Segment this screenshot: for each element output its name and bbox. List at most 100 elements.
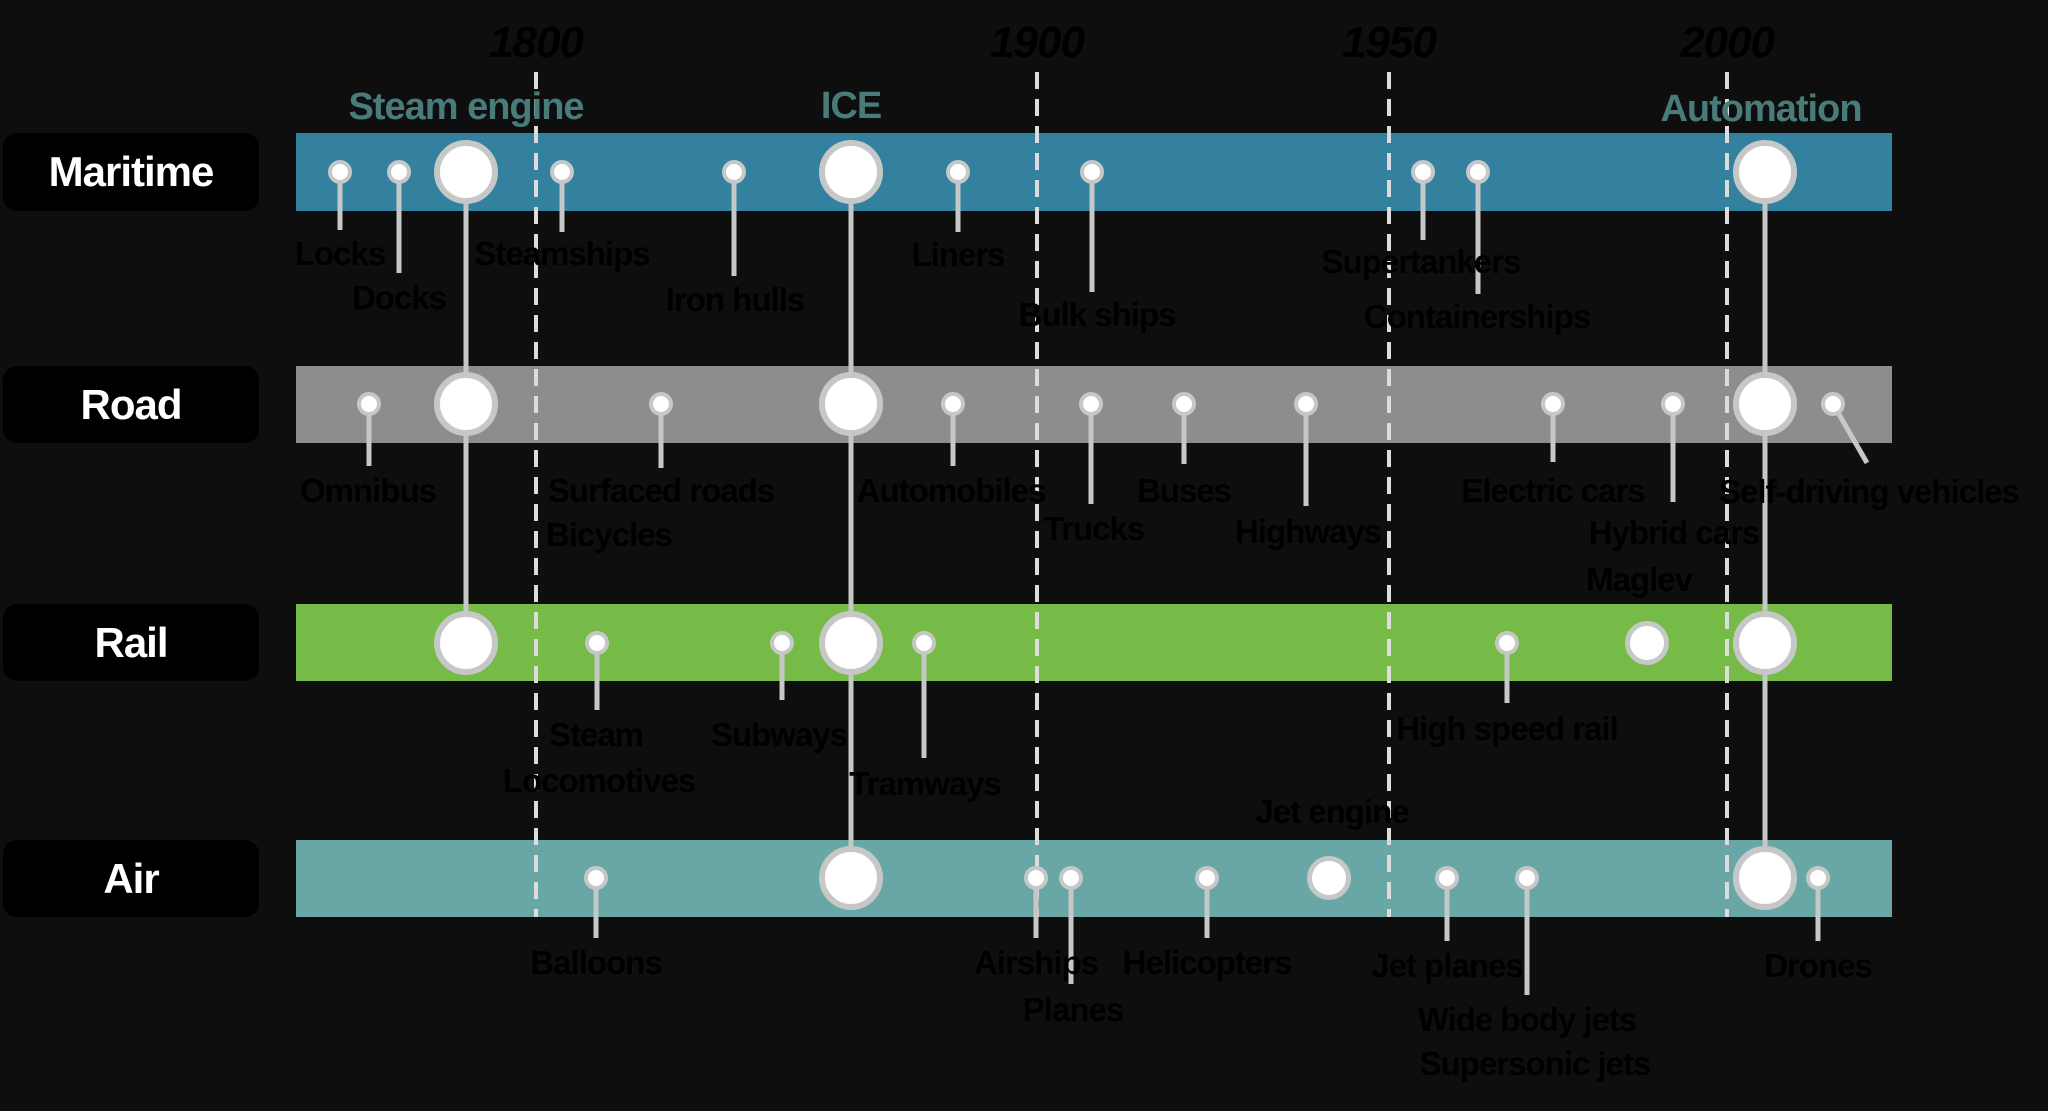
event-label-highways: Highways [1234,513,1382,550]
event-label-drones: Drones [1764,947,1873,984]
event-label-docks: Docks [351,279,447,316]
event-dot-docks [387,160,411,184]
event-label-buses: Buses [1136,472,1232,509]
event-dot-wide-body-jets [1515,866,1539,890]
phase-label-automation: Automation [1660,88,1862,130]
event-dot-airships [1024,866,1048,890]
event-label-iron-hulls: Iron hulls [665,281,805,318]
event-label-locks: Locks [294,235,386,272]
year-label-1800: 1800 [489,18,584,67]
year-gridline-1900 [1035,72,1039,917]
row-label-maritime: Maritime [3,133,259,211]
event-label-surfaced-roads: Surfaced roads [547,472,775,509]
event-stem-steamships [559,172,565,232]
event-dot-helicopters [1195,866,1219,890]
phase-dot-phase [819,372,883,436]
event-dot-high-speed-rail [1495,631,1519,655]
row-label-road: Road [3,366,259,443]
event-stem-planes [1068,878,1074,984]
event-label-bicycles: Bicycles [546,516,673,553]
event-stem-airships [1033,878,1039,938]
event-stem-tramways [921,643,927,758]
event-dot-steamships [550,160,574,184]
phase-dot-phase [1733,611,1797,675]
year-gridline-1800 [534,72,538,917]
year-gridline-1950 [1387,72,1391,917]
event-dot-hybrid-cars [1661,392,1685,416]
event-dot-electric-cars [1541,392,1565,416]
event-stem-balloons [593,878,599,938]
event-stem-subways [779,643,785,700]
event-stem-docks [396,172,402,273]
event-label-bulk-ships: Bulk ships [1018,296,1177,333]
event-label-containerships: Containerships [1363,298,1591,335]
event-dot-jet-planes [1435,866,1459,890]
event-label-maglev: Maglev [1586,561,1693,598]
event-dot-drones [1806,866,1830,890]
event-dot-buses [1172,392,1196,416]
phase-connector-line [848,172,854,878]
event-dot-containerships [1466,160,1490,184]
phase-dot-phase [1733,846,1797,910]
event-label-steam: Steam [548,716,644,753]
event-stem-steam [594,643,600,710]
year-label-2000: 2000 [1680,18,1775,67]
phase-dot-phase [1733,140,1797,204]
event-label-high-speed-rail: High speed rail [1396,710,1619,747]
event-stem-high-speed-rail [1504,643,1510,703]
event-stem-locks [337,172,343,230]
row-label-rail: Rail [3,604,259,681]
event-dot-balloons [584,866,608,890]
event-label-airships: Airships [973,944,1099,981]
event-stem-hybrid-cars [1670,404,1676,502]
timeline-band-air [296,840,1892,917]
event-stem-highways [1303,404,1309,506]
event-dot-jet-engine [1307,856,1351,900]
phase-connector-line [1762,172,1768,878]
event-label-helicopters: Helicopters [1122,944,1293,981]
event-stem-surfaced-roads [658,404,664,468]
event-label-jet-engine: Jet engine [1255,793,1409,830]
event-label-tramways: Tramways [849,765,1002,802]
phase-dot-phase [819,611,883,675]
event-dot-steam [585,631,609,655]
event-label-jet-planes: Jet planes [1371,947,1523,984]
event-dot-self-driving-vehicles [1821,392,1845,416]
phase-dot-phase [1733,372,1797,436]
phase-label-steam-engine: Steam engine [348,86,584,128]
event-stem-liners [955,172,961,232]
event-label-planes: Planes [1022,991,1124,1028]
event-stem-bulk-ships [1089,172,1095,292]
event-dot-omnibus [357,392,381,416]
event-dot-maglev [1625,621,1669,665]
event-dot-planes [1059,866,1083,890]
event-label-electric-cars: Electric cars [1461,472,1645,509]
event-label-supersonic-jets: Supersonic jets [1419,1045,1652,1082]
event-label-supertankers: Supertankers [1321,243,1522,280]
year-gridline-2000 [1725,72,1729,917]
event-stem-drones [1815,878,1821,941]
event-stem-omnibus [366,404,372,466]
event-stem-iron-hulls [731,172,737,276]
event-label-hybrid-cars: Hybrid cars [1588,514,1761,551]
event-dot-highways [1294,392,1318,416]
event-dot-liners [946,160,970,184]
event-stem-jet-planes [1444,878,1450,941]
event-stem-containerships [1475,172,1481,294]
event-stem-electric-cars [1550,404,1556,462]
phase-dot-phase [819,140,883,204]
event-label-omnibus: Omnibus [299,472,437,509]
event-dot-supertankers [1411,160,1435,184]
event-dot-trucks [1079,392,1103,416]
event-stem-trucks [1088,404,1094,504]
event-dot-tramways [912,631,936,655]
event-stem-wide-body-jets [1524,878,1530,995]
event-label-trucks: Trucks [1043,510,1145,547]
event-label-self-driving-vehicles: Self-driving vehicles [1719,473,2020,510]
event-dot-surfaced-roads [649,392,673,416]
phase-dot-phase [819,846,883,910]
event-stem-helicopters [1204,878,1210,938]
event-stem-automobiles [950,404,956,466]
event-label-steamships: Steamships [474,235,650,272]
